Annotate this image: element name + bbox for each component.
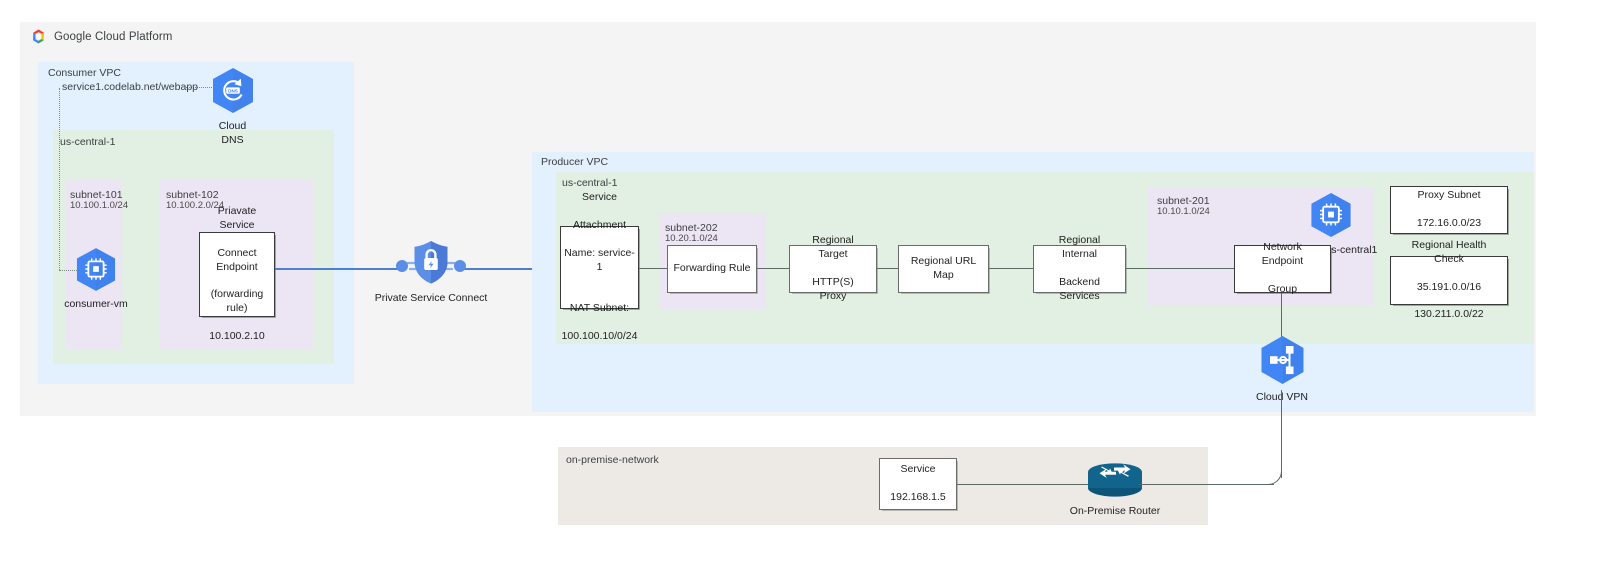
psc-endpoint-box[interactable]: Priavate Service Connect Endpoint (forwa… [199, 205, 275, 342]
service-attachment-text: Service Attachment Name: service-1 NAT S… [561, 191, 638, 342]
on-premise-router-label: On-Premise Router [1069, 505, 1161, 517]
subnet-201-cidr: 10.10.1.0/24 [1157, 206, 1210, 217]
proxy-subnet-box[interactable]: Proxy Subnet 172.16.0.0/23 [1390, 186, 1508, 234]
regional-url-map-text: Regional URL Map [910, 255, 977, 281]
psc-line-left [275, 268, 405, 270]
brand: Google Cloud Platform [30, 28, 172, 45]
network-endpoint-group-box[interactable]: Network Endpoint Group [1234, 241, 1331, 295]
private-service-connect-node[interactable]: Private Service Connect [375, 238, 487, 305]
line-router-to-elbow [1139, 484, 1274, 486]
private-service-connect-icon [386, 238, 476, 286]
producer-vpc-label: Producer VPC [541, 156, 609, 168]
subnet-201-name: subnet-201 [1157, 195, 1210, 207]
consumer-region-label: us-central-1 [60, 136, 116, 148]
regional-target-proxy-box[interactable]: Regional Target HTTP(S) Proxy [789, 234, 877, 302]
on-premise-network-label: on-premise-network [566, 454, 659, 466]
regional-health-check-text: Regional Health Check 35.191.0.0/16 130.… [1411, 238, 1487, 321]
line-urlmap-to-backend [989, 268, 1034, 270]
service-attachment-box[interactable]: Service Attachment Name: service-1 NAT S… [560, 191, 639, 342]
proxy-subnet-text: Proxy Subnet 172.16.0.0/23 [1416, 189, 1482, 229]
regional-backend-services-text: Regional Internal Backend Services [1058, 234, 1101, 302]
regional-health-check-box[interactable]: Regional Health Check 35.191.0.0/16 130.… [1390, 239, 1508, 320]
dns-route-to-dns [186, 87, 212, 88]
svg-text:DNS: DNS [228, 88, 238, 93]
dns-record-label: service1.codelab.net/webapp [62, 81, 199, 93]
psc-endpoint-text: Priavate Service Connect Endpoint (forwa… [209, 205, 265, 342]
line-fr-to-proxy [757, 268, 790, 270]
google-cloud-logo-icon [30, 28, 47, 45]
dns-route-horizontal [59, 270, 83, 271]
subnet-101-cidr: 10.100.1.0/24 [70, 200, 129, 211]
forwarding-rule-box[interactable]: Forwarding Rule [667, 245, 757, 293]
subnet-102-cidr: 10.100.2.0/24 [166, 200, 225, 211]
consumer-vpc-label: Consumer VPC [48, 67, 121, 79]
regional-backend-services-box[interactable]: Regional Internal Backend Services [1033, 234, 1126, 302]
line-sa-to-fr [639, 268, 667, 270]
line-elbow-corner [1267, 470, 1282, 485]
network-endpoint-group-text: Network Endpoint Group [1261, 241, 1304, 295]
compute-engine-vm-icon [1310, 192, 1352, 238]
cloud-vpn-node[interactable]: Cloud VPN [1254, 335, 1310, 404]
line-proxy-to-urlmap [877, 268, 899, 270]
on-premise-service-box[interactable]: Service 192.168.1.5 [879, 458, 957, 510]
on-premise-router-node[interactable]: On-Premise Router [1070, 461, 1160, 518]
line-service-to-router [957, 484, 1089, 486]
cloud-vpn-icon [1255, 335, 1310, 385]
subnet-101-name: subnet-101 [70, 189, 123, 201]
consumer-vm-label: consumer-vm [64, 298, 128, 310]
line-elbow-to-vpn [1281, 390, 1283, 478]
line-neg-to-vpn [1281, 293, 1283, 337]
dns-route-vertical [59, 88, 60, 270]
on-premise-router-icon [1084, 461, 1146, 499]
regional-target-proxy-text: Regional Target HTTP(S) Proxy [812, 234, 854, 302]
brand-label: Google Cloud Platform [54, 30, 173, 43]
private-service-connect-label: Private Service Connect [374, 292, 488, 304]
forwarding-rule-text: Forwarding Rule [673, 262, 751, 275]
line-backend-to-neg [1126, 268, 1234, 270]
regional-url-map-box[interactable]: Regional URL Map [898, 245, 989, 293]
cloud-dns-label: Cloud DNS [218, 120, 247, 147]
subnet-102-name: subnet-102 [166, 189, 219, 201]
on-premise-service-text: Service 192.168.1.5 [890, 463, 946, 503]
cloud-dns-node[interactable]: DNS Cloud DNS [206, 67, 259, 147]
cloud-dns-icon: DNS [212, 67, 254, 114]
psc-line-right [460, 268, 560, 270]
compute-engine-vm-icon [76, 247, 116, 292]
subnet-202-name: subnet-202 [665, 222, 718, 234]
consumer-vm-node[interactable]: consumer-vm [64, 247, 128, 311]
producer-region-label: us-central-1 [562, 177, 618, 189]
subnet-202-cidr: 10.20.1.0/24 [665, 233, 718, 244]
